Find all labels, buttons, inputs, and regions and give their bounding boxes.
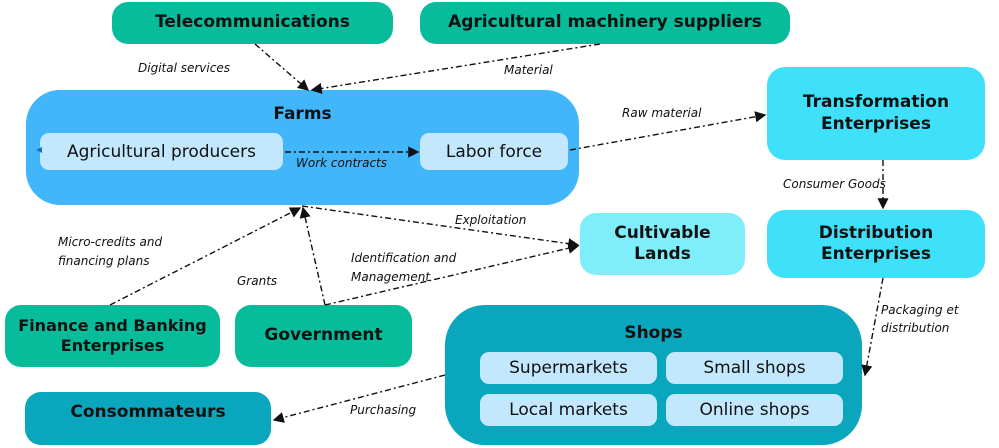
edge-raw-material [569,111,767,151]
node-label: Online shops [699,400,810,420]
edge-label: Raw material [622,106,702,120]
edge-label: Exploitation [455,213,527,227]
node-label: Agricultural machinery suppliers [448,12,762,33]
node-agricultural-producers: Agricultural producers [40,133,283,170]
edge-purchasing [272,374,446,423]
node-transformation: Transformation Enterprises [767,67,985,160]
edge-label: Work contracts [296,156,387,170]
small-arrow-icon [36,147,42,153]
node-cultivable-lands: Cultivable Lands [580,213,745,275]
node-label: Farms [273,104,332,124]
node-government: Government [235,305,412,367]
node-finance-banking: Finance and Banking Enterprises [5,305,220,367]
edge-grants [299,206,326,306]
edge-label: Management [351,270,431,284]
node-supermarkets: Supermarkets [480,352,657,384]
node-label: Finance and Banking Enterprises [18,316,207,355]
node-consommateurs: Consommateurs [25,392,271,445]
node-label: Consommateurs [70,402,226,422]
node-label: Local markets [509,400,628,420]
node-label: Transformation Enterprises [802,92,950,134]
node-local-markets: Local markets [480,394,657,426]
node-label: Distribution Enterprises [818,222,934,264]
edge-material [310,43,601,94]
node-label: Agricultural producers [67,141,256,162]
node-small-shops: Small shops [666,352,843,384]
edge-digital-services [254,43,310,91]
edge-label: Material [504,63,553,77]
edge-packaging [861,277,884,377]
edge-label: Packaging et [881,303,959,317]
node-label: Shops [624,323,683,343]
edge-label: Digital services [138,61,230,75]
edge-label: Consumer Goods [783,177,886,191]
edge-label: Purchasing [350,403,417,417]
node-label: Labor force [445,141,543,162]
node-labor-force: Labor force [420,133,568,170]
node-label: Small shops [703,358,806,378]
node-label: Telecommunications [155,12,350,33]
edge-label: Grants [237,274,278,288]
node-label: Government [264,325,383,346]
edge-label: Micro-credits and [58,235,163,249]
node-machinery-suppliers: Agricultural machinery suppliers [420,2,790,44]
edge-identification [324,242,580,306]
node-label: Supermarkets [509,358,628,378]
edge-label: Identification and [351,251,457,265]
node-label: Cultivable Lands [614,222,711,264]
node-online-shops: Online shops [666,394,843,426]
edge-label: distribution [881,321,950,335]
node-telecommunications: Telecommunications [112,2,393,44]
edge-micro-credits [109,207,302,306]
edge-label: financing plans [58,254,150,268]
edge-exploitation [301,205,580,250]
node-distribution: Distribution Enterprises [767,210,985,278]
